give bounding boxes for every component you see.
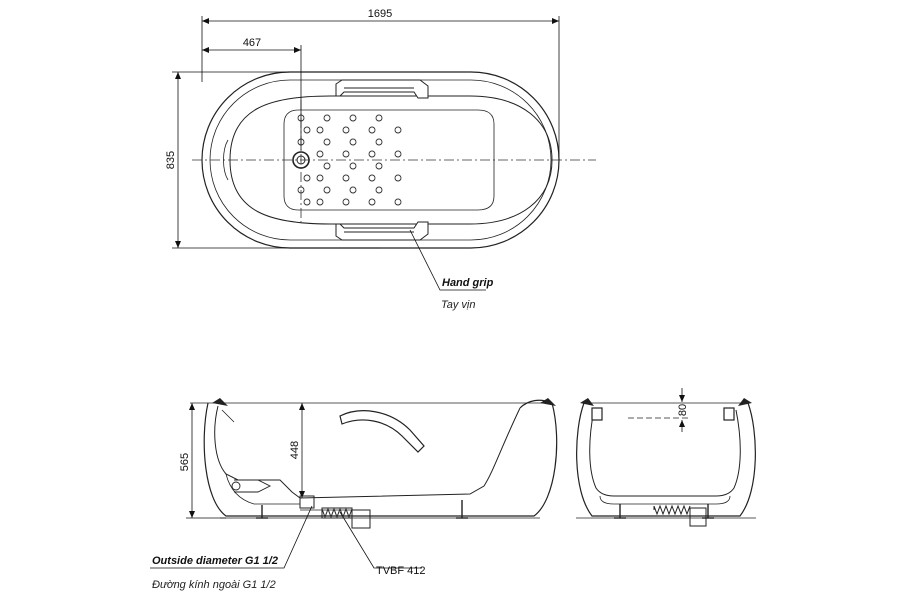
dot (303, 126, 311, 134)
dot (368, 174, 376, 182)
label-hand-grip: Hand grip (442, 277, 494, 289)
drain-hose (321, 507, 353, 519)
dot (394, 174, 402, 182)
dot (303, 198, 311, 206)
anti-slip-dots (297, 114, 402, 206)
dot (342, 174, 350, 182)
drain-hose-end (653, 504, 691, 516)
dot (349, 162, 357, 170)
dot (342, 126, 350, 134)
dot (316, 150, 324, 158)
dot (375, 114, 383, 122)
dot (368, 198, 376, 206)
dot (349, 138, 357, 146)
rim-cap-right (540, 398, 556, 406)
dot (323, 114, 331, 122)
dot (316, 126, 324, 134)
end-view (576, 388, 756, 519)
tub-side-outline (203, 399, 558, 517)
dim-width: 835 (165, 151, 177, 169)
dot (342, 150, 350, 158)
dot (368, 126, 376, 134)
dot (368, 150, 376, 158)
dot (323, 138, 331, 146)
dot (316, 174, 324, 182)
side-dimensions (150, 403, 422, 569)
label-outside-diameter: Outside diameter G1 1/2 (152, 555, 278, 567)
dot (349, 186, 357, 194)
dot (394, 198, 402, 206)
dim-drain-offset: 467 (243, 37, 261, 49)
dot (342, 198, 350, 206)
dot (316, 198, 324, 206)
label-outside-diameter-vi: Đường kính ngoài G1 1/2 (152, 579, 276, 591)
dot (375, 186, 383, 194)
plan-dimensions (172, 16, 560, 291)
rim-cap-left (212, 398, 228, 406)
dim-water-depth: 448 (289, 441, 301, 459)
dot (303, 174, 311, 182)
dot (323, 186, 331, 194)
dim-rim-offset: 80 (677, 404, 689, 416)
hand-grip-bottom (335, 221, 429, 241)
hose-coil (321, 507, 353, 519)
hose-coil (653, 504, 691, 516)
hand-grip-side (339, 410, 425, 453)
hand-grip-top (335, 79, 429, 99)
tub-floor-outline (283, 109, 495, 211)
tub-end-outline (576, 402, 756, 517)
dot (375, 162, 383, 170)
dot (349, 114, 357, 122)
label-drain-model: TVBF 412 (376, 565, 426, 577)
label-hand-grip-vi: Tay vịn (441, 299, 475, 311)
dim-length: 1695 (368, 8, 392, 20)
dot (394, 126, 402, 134)
dot (323, 162, 331, 170)
side-view (190, 399, 558, 529)
dot (375, 138, 383, 146)
dot (394, 150, 402, 158)
dim-height: 565 (179, 453, 191, 471)
